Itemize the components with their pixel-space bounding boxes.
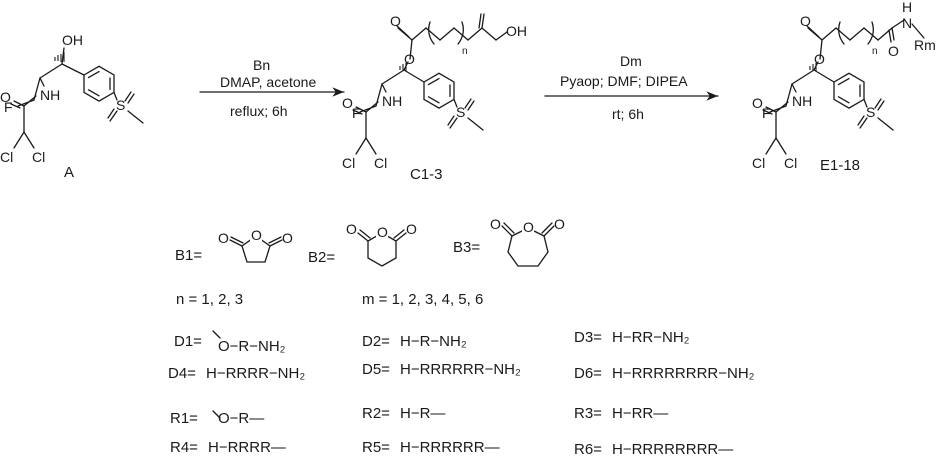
reagent-label: Bn	[253, 57, 270, 73]
atom-nh: NH	[382, 93, 402, 109]
condition-text: reflux; 6h	[230, 103, 288, 119]
d-definitions: D1= O−R−NH₂ D2= H−R−NH₂ D3= H−RR−NH₂ D4=…	[168, 329, 755, 419]
atom-n: N	[902, 15, 912, 31]
definition-formula: H−RR−NH₂	[612, 329, 690, 346]
definition-label: D4=	[168, 365, 196, 382]
atom-cl: Cl	[784, 155, 797, 171]
n-range: n = 1, 2, 3	[176, 291, 243, 308]
atom-o: O	[814, 51, 825, 67]
definition-formula: H−RRRRRR—	[400, 439, 500, 456]
condition-text: rt; 6h	[612, 106, 644, 122]
atom-cl: Cl	[32, 149, 45, 165]
definition-formula: O−R−NH₂	[218, 338, 286, 355]
atom-rm: Rm	[914, 37, 936, 53]
atom-o: O	[404, 51, 415, 67]
definition-formula: H−RRRRRRRR—	[612, 441, 733, 457]
compound-label-c: C1-3	[410, 166, 443, 183]
definition-formula: H−R−NH₂	[400, 333, 467, 350]
reaction-arrow-2: Dm Pyaop; DMF; DIPEA rt; 6h	[544, 53, 719, 122]
atom-o: O	[342, 95, 353, 111]
definition-formula: H−R—	[400, 405, 445, 422]
definition-label: R2=	[362, 405, 390, 422]
atom-f: F	[352, 105, 361, 121]
definition-formula: H−RRRRRR−NH₂	[400, 361, 521, 378]
atom-o: O	[282, 230, 293, 246]
definition-formula: H−RR—	[612, 405, 668, 422]
definition-label: R5=	[362, 439, 390, 456]
compound-label-e: E1-18	[820, 157, 860, 174]
anhydride-b2: B2= O O O	[308, 221, 417, 267]
atom-s: S	[116, 97, 125, 113]
definition-formula: H−RRRR—	[208, 439, 286, 456]
definition-label: D5=	[362, 361, 390, 378]
atom-f: F	[4, 99, 13, 115]
definition-label: B2=	[308, 249, 335, 266]
atom-o: O	[251, 227, 262, 243]
definition-label: D3=	[574, 329, 602, 346]
anhydride-b1: B1= O O O	[175, 227, 293, 264]
atom-cl: Cl	[342, 155, 355, 171]
definition-label: R4=	[170, 439, 198, 456]
definition-label: D1=	[174, 333, 202, 350]
definition-label: D6=	[574, 365, 602, 382]
definition-label: R1=	[170, 410, 198, 427]
atom-cl: Cl	[0, 149, 13, 165]
atom-o: O	[888, 43, 899, 59]
atom-s: S	[456, 104, 465, 120]
atom-o: O	[800, 13, 811, 29]
atom-oh: OH	[62, 32, 83, 48]
definition-formula: H−RRRRRRRR−NH₂	[612, 365, 755, 382]
atom-h: H	[902, 0, 912, 15]
r-definitions: R1= O−R— R2= H−R— R3= H−RR— R4= H−RRRR— …	[170, 405, 733, 457]
compound-label-a: A	[64, 164, 74, 181]
atom-o: O	[523, 219, 534, 235]
definition-label: R3=	[574, 405, 602, 422]
atom-o: O	[490, 216, 501, 232]
atom-cl: Cl	[374, 155, 387, 171]
atom-o: O	[0, 89, 11, 105]
reagent-label: Dm	[620, 53, 642, 69]
m-range: m = 1, 2, 3, 4, 5, 6	[362, 291, 483, 308]
subscript-n: n	[462, 46, 468, 57]
definition-label: R6=	[574, 441, 602, 457]
atom-o: O	[390, 13, 401, 29]
atom-o: O	[752, 95, 763, 111]
atom-s: S	[866, 104, 875, 120]
atom-nh: NH	[40, 87, 60, 103]
definition-formula: H−RRRR−NH₂	[206, 365, 305, 382]
definition-formula: O−R—	[218, 410, 264, 427]
atom-f: F	[762, 105, 771, 121]
reaction-arrow-1: Bn DMAP, acetone reflux; 6h	[199, 57, 345, 119]
atom-nh: NH	[792, 93, 812, 109]
atom-o: O	[406, 221, 417, 237]
atom-o: O	[554, 216, 565, 232]
condition-text: Pyaop; DMF; DIPEA	[560, 73, 688, 89]
atom-o: O	[377, 224, 388, 240]
definition-label: D2=	[362, 333, 390, 350]
molecule-a: OH F NH O Cl Cl S A	[0, 32, 144, 181]
atom-oh: OH	[506, 23, 527, 39]
anhydride-b3: B3= O O O	[453, 216, 565, 267]
definition-label: B3=	[453, 239, 480, 256]
subscript-n: n	[872, 46, 878, 57]
condition-text: DMAP, acetone	[220, 74, 316, 90]
atom-o: O	[218, 230, 229, 246]
molecule-e: O O O H N Rm n F NH O Cl Cl S E1-18	[752, 0, 936, 174]
atom-o: O	[346, 221, 357, 237]
definition-label: B1=	[175, 247, 202, 264]
atom-cl: Cl	[752, 155, 765, 171]
molecule-c: O O OH n F NH O Cl Cl S C1-3	[342, 13, 527, 183]
